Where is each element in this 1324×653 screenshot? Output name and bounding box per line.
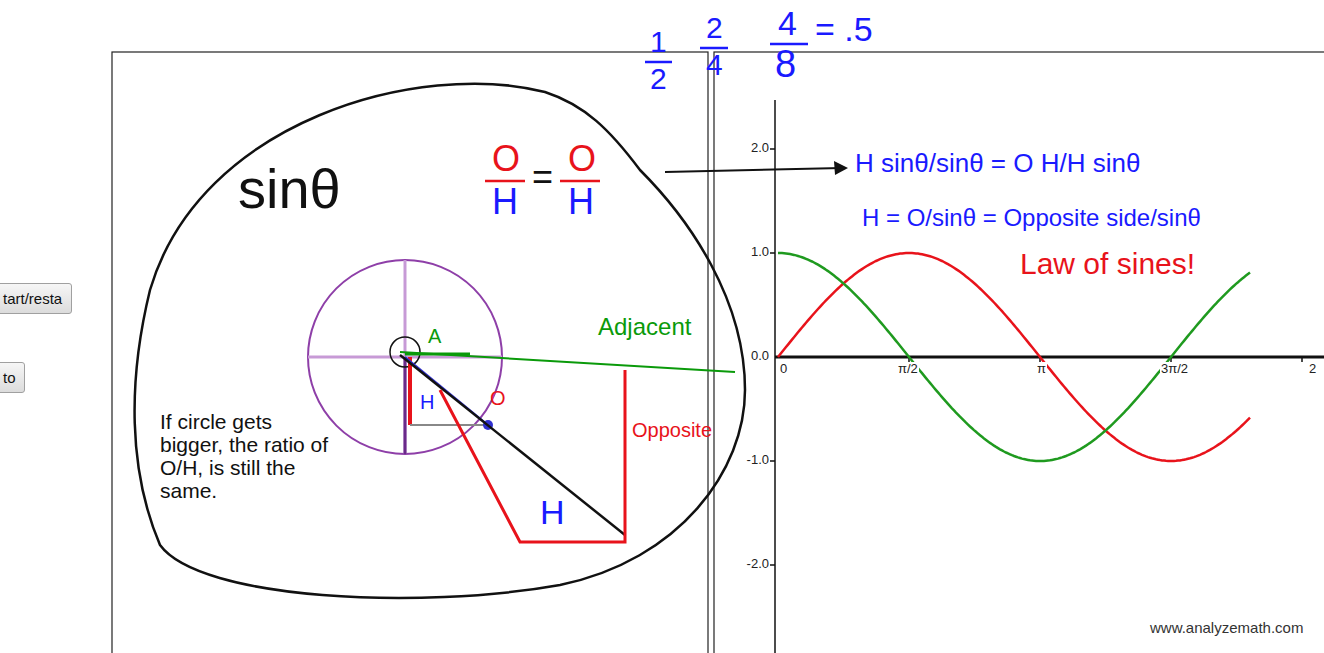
axis-tick-label: π (1036, 362, 1047, 376)
arrow-head (834, 161, 848, 175)
applet-button: to (0, 362, 25, 393)
axis-tick-label: -2.0 (746, 557, 770, 571)
arrow-line (665, 168, 842, 172)
ticks (770, 149, 1302, 565)
x-axis (775, 356, 1324, 359)
axis-tick-label: 1.0 (750, 245, 770, 259)
y-axis (774, 100, 776, 653)
handwritten-note: If circle gets bigger, the ratio of O/H,… (160, 410, 336, 502)
fraction-number: 8 (775, 45, 796, 85)
radius-line (404, 357, 407, 454)
side-label: A (428, 326, 441, 347)
adjacent-line (400, 352, 735, 372)
sine-leg (408, 357, 412, 425)
ratio-hypotenuse: H (568, 183, 594, 221)
fraction-number: 4 (778, 6, 797, 42)
axis-tick-label: 3π/2 (1160, 362, 1189, 376)
axis-tick-label: -1.0 (746, 453, 770, 467)
equation-text: = .5 (815, 12, 873, 48)
side-label: O (490, 388, 506, 409)
axis-tick-label: 0 (779, 362, 788, 376)
cosine-curve (778, 253, 1250, 461)
fraction-number: 2 (706, 12, 723, 44)
right-panel (714, 52, 1324, 653)
fraction-number: 1 (650, 26, 667, 58)
derivation-step: H sinθ/sinθ = O H/H sinθ (855, 150, 1140, 177)
conclusion-note: Law of sines! (1020, 248, 1195, 280)
ratio-opposite: O (568, 140, 596, 178)
axis-tick-label: 2 (1308, 362, 1317, 376)
fraction-number: 4 (706, 49, 723, 81)
fraction-bar (560, 180, 600, 183)
cosine-leg (410, 424, 488, 426)
watermark: www.analyzemath.com (1150, 620, 1303, 636)
derivation-step: H = O/sinθ = Opposite side/sinθ (862, 205, 1201, 230)
axis-tick-label: 0.0 (750, 349, 770, 363)
button-text: to (3, 369, 16, 386)
side-label: Opposite (632, 420, 712, 441)
fraction-number: 2 (650, 63, 667, 95)
ratio-hypotenuse: H (492, 183, 518, 221)
equals-sign: = (532, 158, 553, 196)
fraction-bar (485, 180, 525, 183)
sine-curve (778, 253, 1250, 461)
big-circle-sketch (135, 84, 745, 598)
big-hypotenuse (400, 355, 625, 535)
button-text: tart/resta (3, 290, 62, 307)
function-name: sinθ (238, 160, 341, 219)
side-label: Adjacent (598, 314, 691, 339)
axis-tick-label: π/2 (897, 362, 919, 376)
axis-tick-label: 2.0 (750, 141, 770, 155)
applet-button: tart/resta (0, 283, 72, 314)
opposite-line (440, 370, 625, 542)
side-label: H (420, 392, 434, 413)
side-label: H (540, 495, 565, 531)
ratio-opposite: O (492, 140, 520, 178)
